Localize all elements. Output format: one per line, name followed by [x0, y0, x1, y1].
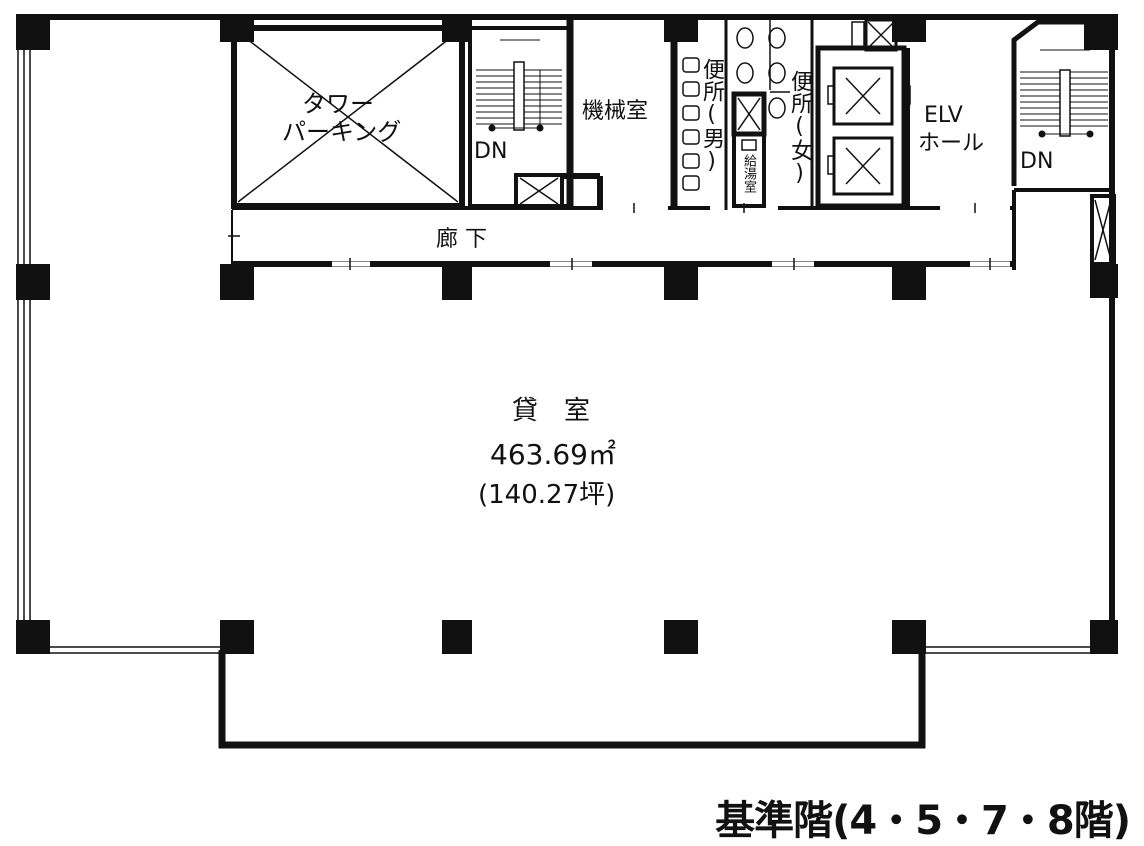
tower-parking-box: [231, 25, 465, 209]
women-toilet-fixtures: [736, 27, 786, 119]
corridor-door-ticks: [332, 205, 1010, 267]
rental-room-area-m2: 463.69㎡: [490, 438, 616, 471]
corridor-label: 廊 下: [436, 227, 487, 252]
machine-room-label: 機械室: [582, 99, 649, 124]
left-stair-dn-label: DN: [474, 139, 508, 164]
rental-room-area-tsubo: (140.27坪): [478, 480, 616, 510]
columns: [16, 14, 1118, 654]
tower-parking-label-1: タワー: [302, 90, 374, 118]
door-tick-marks: [228, 203, 991, 270]
rental-room-name: 貸 室: [512, 396, 591, 426]
women-toilet-label: 便所(女): [787, 70, 812, 186]
floor-title: 基準階(4・5・7・8階): [715, 798, 1131, 844]
right-stair-dn-label: DN: [1020, 149, 1054, 174]
elv-hall-label-2: ホール: [918, 131, 985, 156]
balcony: [218, 650, 926, 749]
men-toilet-label: 便所(男): [699, 58, 724, 174]
men-toilet-fixtures: [682, 57, 700, 191]
left-stair: [468, 20, 603, 210]
bottom-windows: [18, 646, 1112, 654]
elv-hall-label-1: ELV: [924, 103, 963, 128]
kitchenette-label: 給湯室: [741, 154, 756, 193]
right-stair: [1011, 19, 1116, 266]
elevator-shafts: [815, 18, 911, 209]
toilet-partitions: [724, 16, 814, 210]
tower-parking-label-2: パーキング: [282, 118, 402, 146]
left-window: [17, 35, 31, 640]
